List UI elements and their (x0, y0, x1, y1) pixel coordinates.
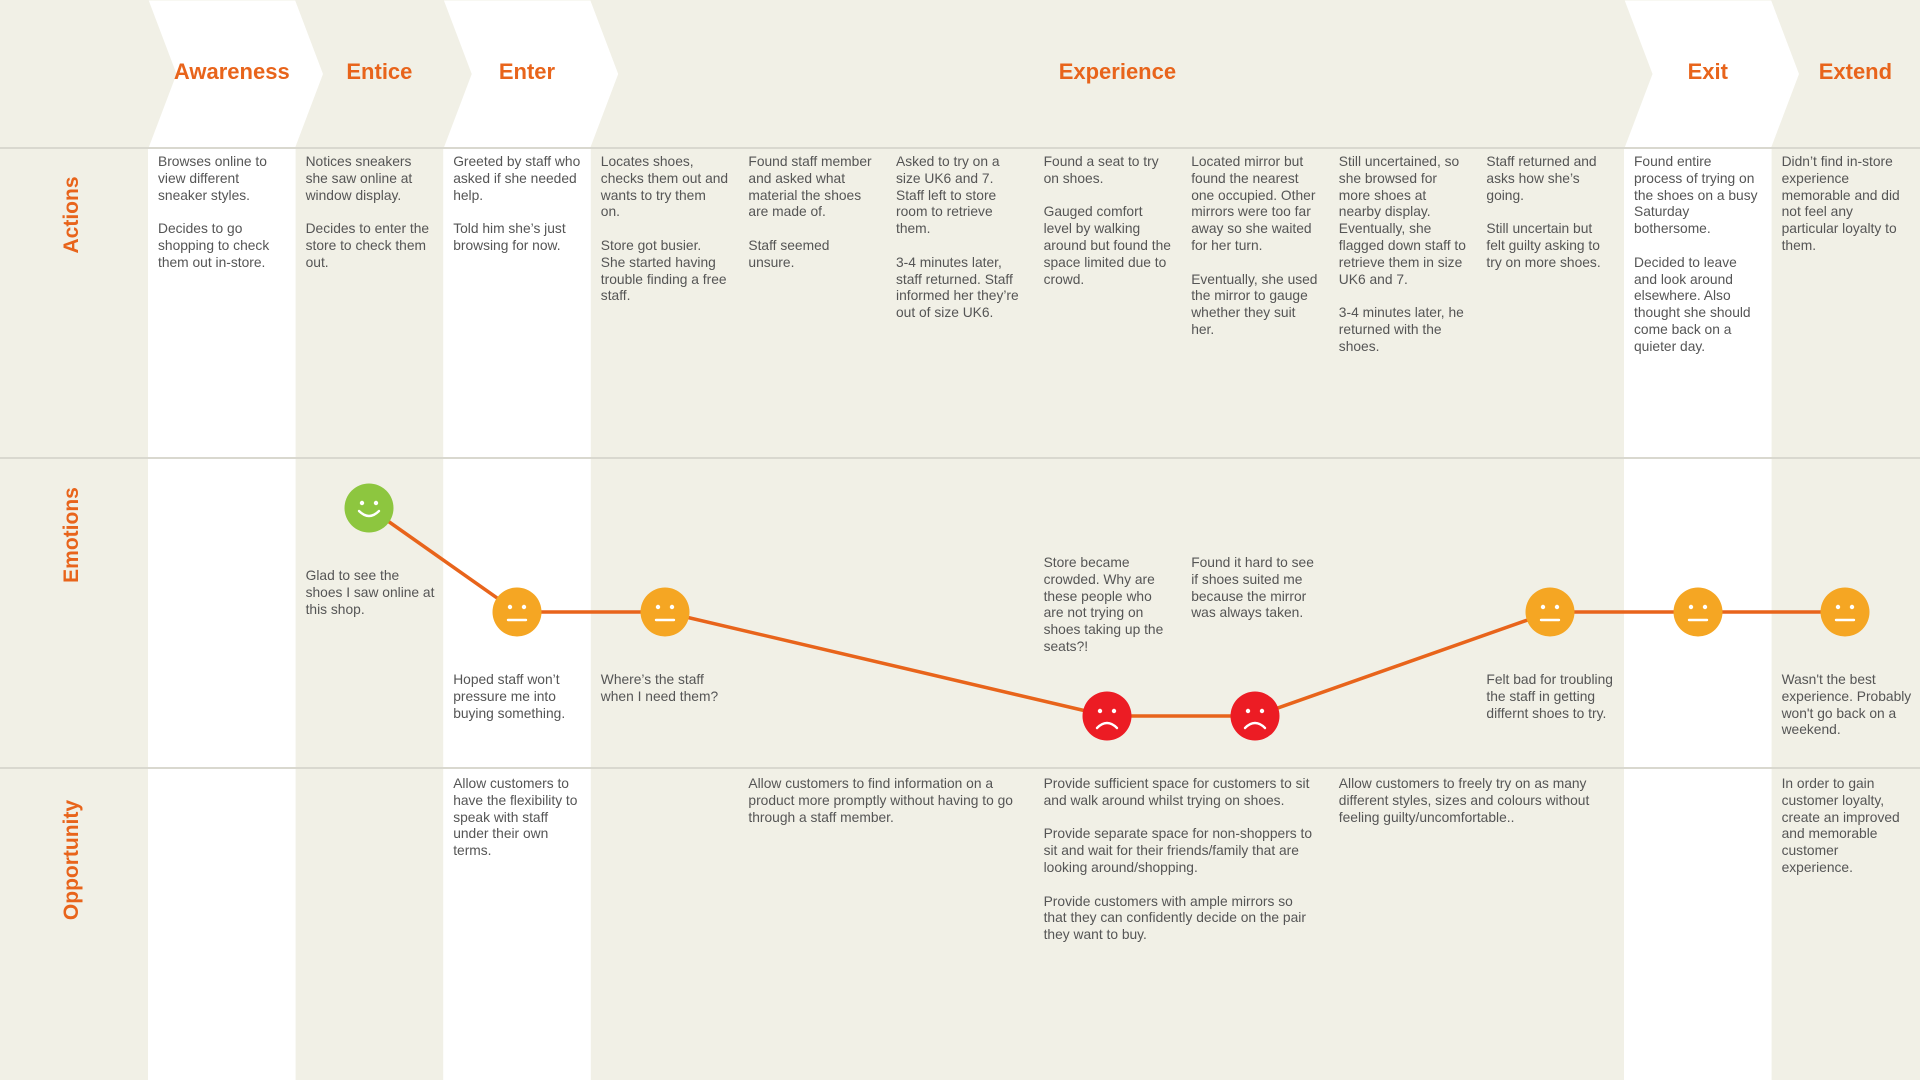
neutral-face-icon (640, 587, 690, 637)
happy-face-icon (344, 483, 394, 533)
action-cell: Locates shoes, checks them out and wants… (600, 154, 729, 304)
emotion-note: Where’s the staff when I need them? (600, 672, 719, 704)
emotion-note: Hoped staff won’t pressure me into buyin… (453, 672, 566, 721)
emotion-note: Glad to see the shoes I saw online at th… (305, 568, 435, 617)
stage-label-extend: Extend (1818, 59, 1893, 84)
opportunity-cell: In order to gain customer loyalty, creat… (1781, 776, 1900, 875)
neutral-face-icon (1525, 587, 1575, 637)
stage-label-awareness: Awareness (173, 59, 290, 84)
action-cell: Found a seat to try on shoes. Gauged com… (1043, 154, 1171, 287)
action-cell: Still uncertained, so she browsed for mo… (1338, 154, 1466, 354)
action-cell: Found staff member and asked what materi… (748, 154, 872, 270)
emotion-note: Store became crowded. Why are these peop… (1043, 555, 1164, 654)
action-cell: Greeted by staff who asked if she needed… (453, 154, 581, 253)
column-highlight (148, 148, 296, 1080)
opportunity-cell: Allow customers to have the flexibility … (453, 776, 578, 859)
neutral-face-icon (1820, 587, 1870, 637)
stage-label-exit: Exit (1687, 59, 1728, 84)
stage-label-enter: Enter (498, 59, 556, 84)
neutral-face-icon (1673, 587, 1723, 637)
action-cell: Staff returned and asks how she’s going.… (1486, 154, 1601, 270)
action-cell: Asked to try on a size UK6 and 7. Staff … (896, 154, 1019, 321)
action-cell: Browses online to view different sneaker… (158, 154, 270, 270)
stage-label-experience: Experience (1058, 59, 1177, 84)
stage-label-entice: Entice (346, 59, 413, 84)
emotion-line (368, 506, 1846, 718)
action-cell: Located mirror but found the nearest one… (1191, 154, 1318, 337)
emotion-note: Wasn't the best experience. Probably won… (1781, 672, 1912, 738)
emotion-note: Felt bad for troubling the staff in gett… (1486, 672, 1613, 721)
opportunity-cell: Allow customers to find information on a… (748, 776, 1013, 825)
neutral-face-icon (492, 587, 542, 637)
action-cell: Found entire process of trying on the sh… (1634, 154, 1758, 354)
emotion-note: Found it hard to see if shoes suited me … (1191, 555, 1314, 621)
opportunity-cell: Provide sufficient space for customers t… (1043, 776, 1313, 943)
action-cell: Didn’t find in-store experience memorabl… (1781, 154, 1900, 253)
sad-face-icon (1082, 691, 1132, 741)
action-cell: Notices sneakers she saw online at windo… (305, 154, 430, 270)
opportunity-cell: Allow customers to freely try on as many… (1338, 776, 1590, 825)
sad-face-icon (1230, 691, 1280, 741)
